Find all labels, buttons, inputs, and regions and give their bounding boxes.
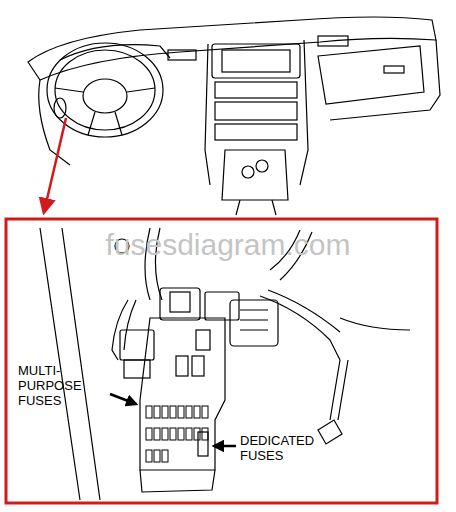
fuse: [146, 450, 152, 462]
fuse-box-detail: [40, 228, 410, 500]
fuse: [154, 450, 160, 462]
leader-arrow: [110, 394, 136, 404]
fuse: [162, 428, 168, 440]
inset-frame: [6, 219, 437, 503]
leader-arrow: [214, 445, 236, 448]
fuse: [154, 428, 160, 440]
fuse: [178, 406, 184, 418]
watermark: fusesdiagram.com: [0, 230, 456, 260]
fuse-rows: [146, 406, 208, 462]
fuse: [170, 406, 176, 418]
fuse: [170, 428, 176, 440]
fuse: [162, 450, 168, 462]
fuse: [202, 428, 208, 440]
fuse: [194, 428, 200, 440]
fuse: [194, 406, 200, 418]
fuse: [186, 428, 192, 440]
fuse: [178, 428, 184, 440]
callout-label: MULTI- PURPOSE FUSES: [18, 364, 110, 409]
callout-label: DEDICATED FUSES: [240, 434, 340, 464]
fuse: [162, 406, 168, 418]
fuse: [202, 406, 208, 418]
fuse: [146, 406, 152, 418]
fuse: [146, 428, 152, 440]
fuse: [186, 406, 192, 418]
dashboard: [28, 17, 440, 215]
pointer-arrow: [44, 118, 66, 212]
fuse: [154, 406, 160, 418]
